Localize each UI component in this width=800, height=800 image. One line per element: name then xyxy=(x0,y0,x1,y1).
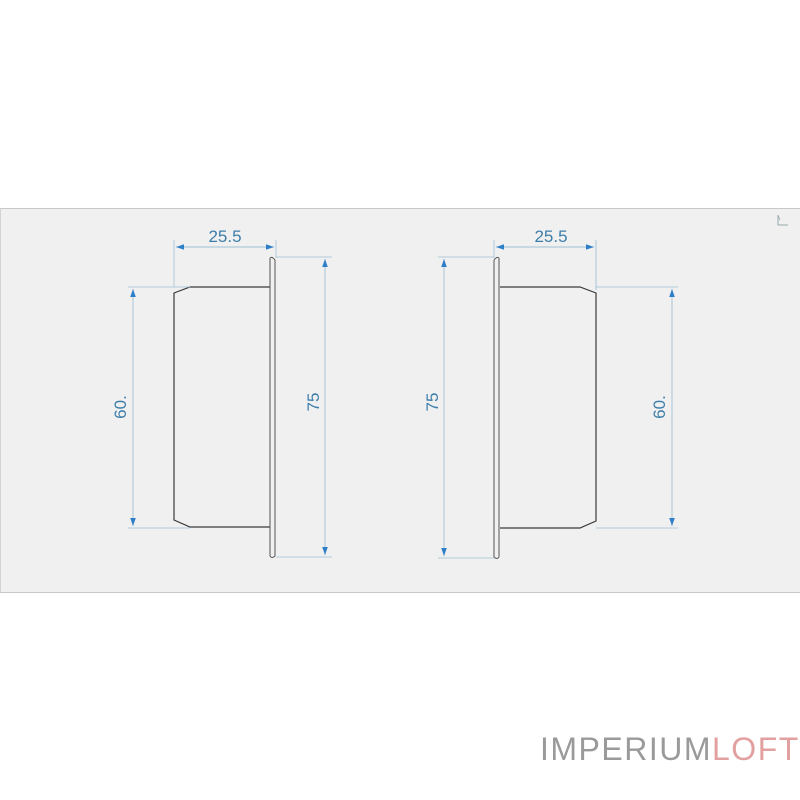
brand-logo: IMPERIUMLOFT xyxy=(540,733,800,765)
left-inner-height-dimension: 60. xyxy=(111,286,190,529)
left-flange-height-label: 75 xyxy=(304,393,323,412)
left-inner-height-label: 60. xyxy=(111,395,130,419)
right-inner-height-dimension: 60. xyxy=(596,286,678,529)
left-flange-height-dimension: 75 xyxy=(276,256,332,558)
left-flange xyxy=(269,256,276,558)
right-flange xyxy=(493,256,500,559)
right-profile-outline xyxy=(500,286,597,529)
left-width-label: 25.5 xyxy=(208,227,241,246)
left-profile-view: 25.5 60. 75 xyxy=(111,227,332,558)
left-width-dimension: 25.5 xyxy=(173,227,277,287)
right-width-dimension: 25.5 xyxy=(493,227,597,290)
axis-corner-icon xyxy=(777,214,788,226)
right-profile-view: 25.5 75 60. xyxy=(423,227,678,559)
left-profile-outline xyxy=(173,286,270,528)
right-width-label: 25.5 xyxy=(534,227,567,246)
right-flange-height-label: 75 xyxy=(423,393,442,412)
brand-logo-imperium: IMPERIUM xyxy=(540,731,712,767)
right-flange-height-dimension: 75 xyxy=(423,256,494,559)
brand-logo-loft: LOFT xyxy=(712,731,800,767)
right-inner-height-label: 60. xyxy=(650,395,669,419)
